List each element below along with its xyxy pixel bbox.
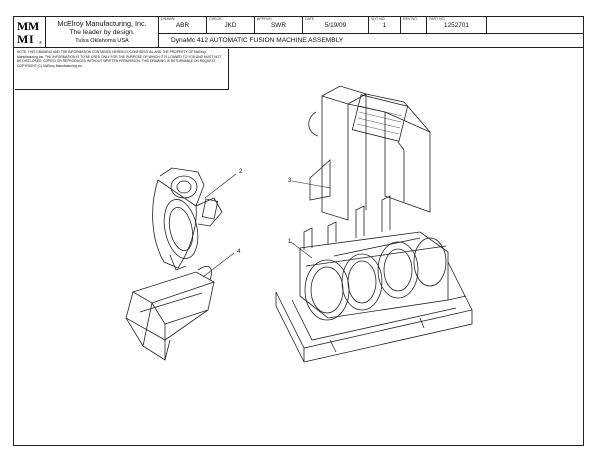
- facer-stand-drawing: [125, 266, 215, 361]
- part-value: 1252701: [444, 22, 469, 29]
- company-block: McElroy Manufacturing, Inc. The leader b…: [46, 17, 159, 47]
- date-value: 5/19/09: [324, 22, 347, 29]
- date-label: DATE: [305, 17, 315, 21]
- part-cell: PART NO. 1252701: [427, 17, 487, 33]
- sheet-cell: SHT NO. 1: [369, 17, 401, 33]
- registered-mark: ®: [39, 40, 42, 45]
- revision-cell: REV NO.: [401, 17, 427, 33]
- date-cell: DATE 5/19/09: [303, 17, 369, 33]
- check-cell: CHECK JKD: [207, 17, 255, 33]
- fusion-machine-drawing: [275, 85, 473, 363]
- logo-letter-i: I: [29, 32, 34, 46]
- revision-label: REV NO.: [403, 17, 418, 21]
- callout-1: 1: [288, 238, 292, 245]
- sheet-label: SHT NO.: [371, 17, 386, 21]
- mmi-logo-mark: M M M I ®: [16, 19, 42, 46]
- check-value: JKD: [224, 22, 237, 29]
- sheet-value: 1: [382, 22, 387, 29]
- description-row: DynaMc 412 AUTOMATIC FUSION MACHINE ASSE…: [159, 33, 583, 47]
- logo-letter-m2: M: [28, 19, 39, 33]
- logo-letter-m1: M: [17, 19, 28, 33]
- drawn-label: DRAWN: [161, 17, 175, 21]
- approved-label: APPRVD: [257, 17, 272, 21]
- drawing-description: DynaMc 412 AUTOMATIC FUSION MACHINE ASSE…: [171, 37, 344, 44]
- callout-3: 3: [288, 177, 292, 184]
- part-label: PART NO.: [429, 17, 446, 21]
- callout-4: 4: [237, 248, 241, 255]
- approved-cell: APPRVD SWR: [255, 17, 303, 33]
- company-location: Tulsa Oklahoma USA: [75, 38, 129, 44]
- company-tagline: The leader by design.: [69, 29, 135, 36]
- callout-2: 2: [239, 168, 243, 175]
- confidentiality-notice: NOTE: THIS DRAWING AND THE INFORMATION C…: [15, 49, 229, 90]
- drawn-value: ABR: [175, 22, 190, 29]
- title-block: M M M I ® McElroy Manufacturing, Inc. Th…: [14, 17, 583, 48]
- mmi-logo: M M M I ®: [14, 17, 46, 47]
- approved-value: SWR: [271, 22, 286, 29]
- company-name: McElroy Manufacturing, Inc.: [57, 19, 147, 28]
- facer-drawing: [152, 167, 223, 271]
- check-label: CHECK: [209, 17, 222, 21]
- drawn-cell: DRAWN ABR: [159, 17, 207, 33]
- drawing-sheet: M M M I ® McElroy Manufacturing, Inc. Th…: [13, 16, 584, 446]
- logo-letter-m3: M: [17, 32, 28, 46]
- leader-lines: [202, 173, 331, 278]
